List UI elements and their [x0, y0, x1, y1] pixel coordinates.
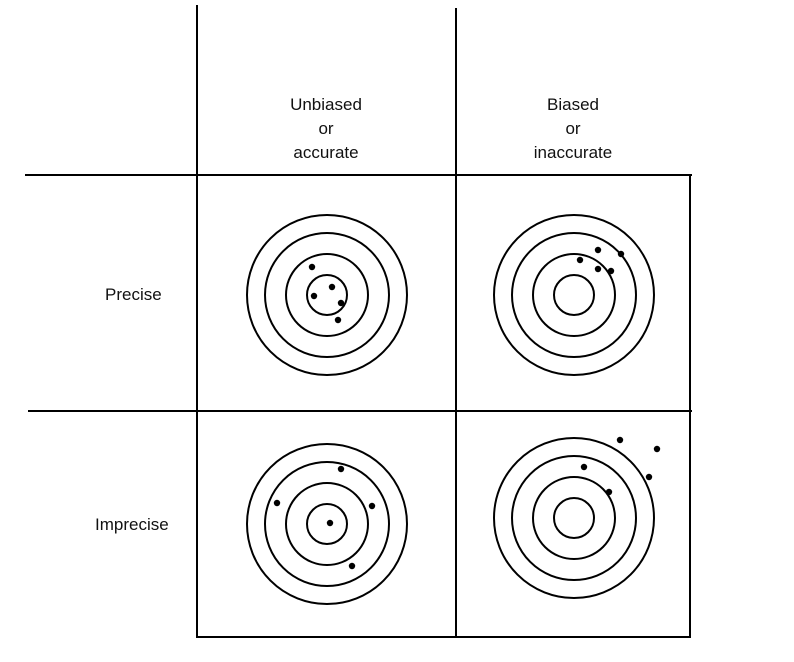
target-ring — [511, 232, 637, 358]
grid-top-line — [25, 174, 692, 176]
row-label-imprecise: Imprecise — [95, 515, 169, 534]
shot-mark — [326, 519, 334, 527]
shot-mark — [580, 463, 588, 471]
target-precise-unbiased — [245, 213, 409, 377]
outlier-shots — [616, 436, 661, 481]
header-divider-vertical-right — [455, 8, 457, 175]
bullseye-icon — [246, 214, 408, 376]
target-ring — [532, 476, 616, 560]
bullseye-icon — [493, 214, 655, 376]
target-ring — [553, 497, 595, 539]
target-imprecise-unbiased — [245, 442, 409, 606]
shot-mark — [308, 263, 316, 271]
shot-mark — [607, 267, 615, 275]
grid-left-line — [196, 174, 198, 638]
target-imprecise-biased — [492, 436, 656, 600]
bullseye-icon — [246, 443, 408, 605]
column-header-line: accurate — [293, 143, 359, 162]
shot-mark — [617, 250, 625, 258]
target-ring — [246, 214, 408, 376]
shot-mark — [594, 246, 602, 254]
column-header-line: Unbiased — [290, 95, 362, 114]
shot-mark — [337, 299, 345, 307]
shot-mark — [605, 488, 613, 496]
grid-bottom-line — [197, 636, 691, 638]
shot-mark — [337, 465, 345, 473]
target-ring — [493, 214, 655, 376]
shot-mark — [273, 499, 281, 507]
target-ring — [246, 443, 408, 605]
shot-mark — [328, 283, 336, 291]
row-label-precise: Precise — [105, 285, 162, 304]
shot-mark — [576, 256, 584, 264]
target-ring — [511, 455, 637, 581]
target-ring — [553, 274, 595, 316]
target-ring — [493, 437, 655, 599]
column-header-line: inaccurate — [533, 143, 613, 162]
column-header-unbiased: Unbiased or accurate — [226, 93, 426, 165]
column-header-line: or — [318, 119, 334, 138]
column-header-line: Biased — [547, 95, 599, 114]
shot-mark — [368, 502, 376, 510]
target-ring — [532, 253, 616, 337]
bullseye-icon — [493, 437, 655, 599]
shot-mark — [594, 265, 602, 273]
shot-mark — [616, 436, 624, 444]
target-precise-biased — [492, 213, 656, 377]
target-ring — [306, 503, 348, 545]
target-ring — [264, 232, 390, 358]
column-header-biased: Biased or inaccurate — [473, 93, 673, 165]
shot-mark — [348, 562, 356, 570]
target-ring — [285, 253, 369, 337]
shot-mark — [653, 445, 661, 453]
header-divider-vertical — [196, 5, 198, 175]
target-ring — [264, 461, 390, 587]
shot-mark — [310, 292, 318, 300]
grid-middle-line — [28, 410, 692, 412]
grid-right-line — [689, 174, 691, 638]
shot-mark — [334, 316, 342, 324]
target-ring — [285, 482, 369, 566]
grid-center-line — [455, 174, 457, 638]
column-header-line: or — [565, 119, 581, 138]
shot-mark — [645, 473, 653, 481]
target-ring — [306, 274, 348, 316]
